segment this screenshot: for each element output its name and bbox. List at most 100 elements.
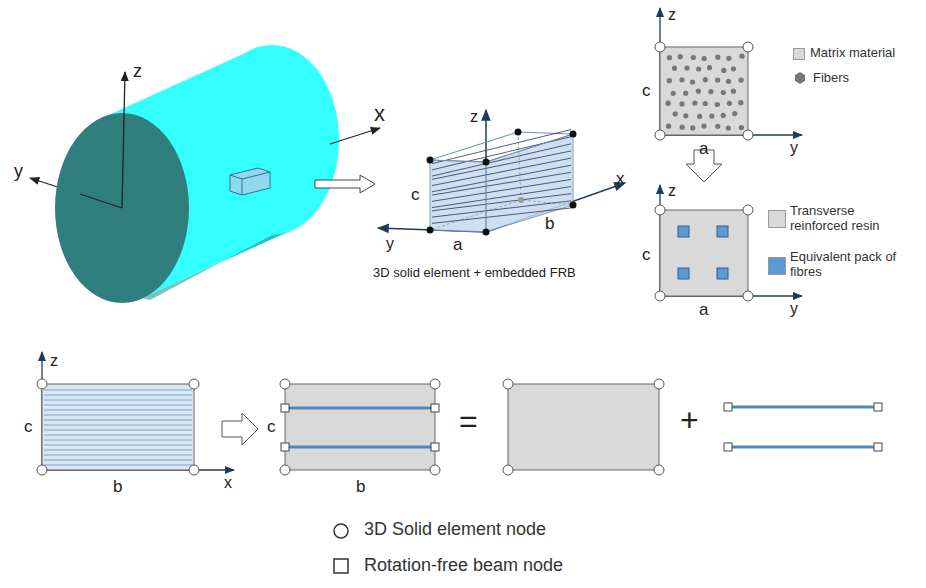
fiber-dot bbox=[739, 78, 744, 83]
fiber-line bbox=[432, 187, 571, 208]
fiber-line bbox=[44, 440, 192, 441]
fiber-dot bbox=[683, 113, 688, 118]
axis-label: c bbox=[267, 418, 276, 437]
fiber-dot bbox=[684, 65, 689, 70]
legend-text: Rotation-free beam node bbox=[364, 555, 563, 576]
axis-label: z bbox=[133, 62, 142, 82]
fiber-line bbox=[432, 158, 571, 186]
fiber-line bbox=[44, 405, 192, 406]
fiber-line bbox=[44, 445, 192, 446]
figure-caption: 3D solid element + embedded FRB bbox=[373, 266, 576, 280]
axis-label: c bbox=[642, 246, 651, 265]
fiber-line bbox=[432, 179, 571, 201]
fiber-line bbox=[44, 465, 192, 466]
fiber-dot bbox=[731, 89, 736, 94]
fiber-dot bbox=[721, 113, 726, 118]
fiber-dot bbox=[708, 89, 713, 94]
fiber-dot bbox=[679, 77, 684, 82]
legend-swatch bbox=[768, 210, 786, 228]
fiber-line bbox=[432, 144, 571, 176]
legend-text: Transverse reinforced resin bbox=[790, 204, 910, 234]
fiber-section bbox=[655, 8, 805, 182]
fiber-line bbox=[44, 430, 192, 431]
fiber-dot bbox=[707, 65, 712, 70]
equivalent-section bbox=[655, 185, 802, 301]
fiber-dot bbox=[666, 124, 671, 129]
axis-label: c bbox=[24, 418, 33, 437]
fiber-dot bbox=[709, 114, 714, 119]
legend-text: Matrix material bbox=[810, 46, 895, 61]
fiber-dot bbox=[702, 56, 707, 61]
fiber-dot bbox=[690, 125, 695, 130]
fiber-line bbox=[44, 455, 192, 456]
fiber-dot bbox=[666, 101, 671, 106]
axis-label: b bbox=[356, 478, 365, 497]
fiber-dot bbox=[691, 55, 696, 60]
fiber-line bbox=[44, 395, 192, 396]
fiber-dot bbox=[679, 101, 684, 106]
fiber-line bbox=[44, 415, 192, 416]
fiber-dot bbox=[683, 91, 688, 96]
fiber-dot bbox=[703, 101, 708, 106]
fiber-dot bbox=[701, 124, 706, 129]
fiber-dot bbox=[739, 54, 744, 59]
fiber-dot bbox=[715, 55, 720, 60]
fiber-dot bbox=[726, 79, 731, 84]
fiber-dot bbox=[731, 66, 736, 71]
operator-symbol: + bbox=[680, 403, 699, 438]
fiber-line bbox=[44, 420, 192, 421]
legend-text: Fibers bbox=[813, 71, 849, 86]
legend-text: Equivalent pack of fibres bbox=[790, 250, 910, 280]
axis-label: a bbox=[453, 236, 462, 255]
fiber-line bbox=[44, 450, 192, 451]
fiber-dot bbox=[739, 125, 744, 130]
fiber-dot bbox=[696, 66, 701, 71]
legend-swatch bbox=[768, 257, 786, 275]
legend-swatch bbox=[793, 48, 805, 60]
axis-label: b bbox=[113, 478, 122, 497]
fiber-dot bbox=[727, 101, 732, 106]
fiber-line bbox=[44, 390, 192, 391]
fiber-line bbox=[44, 400, 192, 401]
fiber-dot bbox=[673, 111, 678, 116]
bottom-decomposition bbox=[37, 352, 882, 573]
operator-symbol: = bbox=[459, 404, 478, 439]
fiber-dot bbox=[667, 55, 672, 60]
fiber-dot bbox=[671, 91, 676, 96]
axis-label: x bbox=[224, 474, 232, 492]
fiber-dot bbox=[726, 56, 731, 61]
axis-label: z bbox=[668, 6, 676, 24]
fiber-dot bbox=[726, 125, 731, 130]
axis-label: c bbox=[411, 186, 420, 205]
fiber-line bbox=[44, 425, 192, 426]
axis-label: y bbox=[386, 235, 394, 253]
fiber-dot bbox=[672, 66, 677, 71]
fiber-line bbox=[432, 194, 571, 211]
fiber-line bbox=[432, 151, 571, 179]
axis-label: z bbox=[50, 352, 58, 370]
axis-label: y bbox=[14, 162, 23, 182]
axis-label: y bbox=[790, 300, 798, 318]
fiber-dot bbox=[715, 77, 720, 82]
fiber-dot bbox=[721, 90, 726, 95]
fiber-line bbox=[432, 130, 571, 164]
fiber-dot bbox=[721, 68, 726, 73]
fiber-dot bbox=[690, 79, 695, 84]
axis-label: z bbox=[668, 182, 676, 200]
axis-label: a bbox=[699, 140, 708, 159]
axis-label: c bbox=[642, 82, 651, 101]
fiber-line bbox=[44, 435, 192, 436]
axis-label: y bbox=[790, 139, 798, 157]
axis-label: z bbox=[470, 108, 478, 126]
fiber-dot bbox=[667, 78, 672, 83]
axis-label: a bbox=[699, 301, 708, 320]
fiber-line bbox=[44, 460, 192, 461]
fiber-dot bbox=[703, 77, 708, 82]
fiber-line bbox=[432, 165, 571, 192]
fiber-dot bbox=[697, 114, 702, 119]
axis-label: x bbox=[374, 102, 385, 126]
fiber-dot bbox=[680, 125, 685, 130]
axis-label: b bbox=[545, 215, 554, 234]
